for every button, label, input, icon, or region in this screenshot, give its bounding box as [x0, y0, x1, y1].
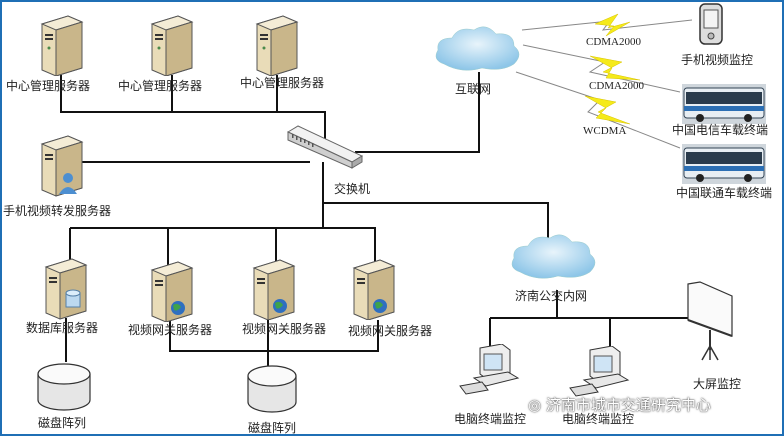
bus-icon — [682, 84, 766, 124]
mgmt-server-3 — [253, 14, 301, 80]
phone-label: 手机视频监控 — [681, 53, 754, 67]
link-mgmt1 — [60, 75, 326, 140]
wireless-label-1: CDMA2000 — [586, 36, 642, 48]
computer-icon — [569, 345, 630, 397]
video-gateway-2 — [250, 258, 298, 324]
server-icon — [40, 15, 84, 77]
server-bus — [70, 227, 376, 275]
mgmt-server-3-label: 中心管理服务器 — [240, 76, 325, 90]
mgmt-server-2 — [148, 14, 196, 80]
server-user-icon — [40, 135, 84, 197]
wireless-label-3: WCDMA — [583, 125, 627, 137]
server-icon — [150, 15, 194, 77]
database-server-label: 数据库服务器 — [26, 321, 99, 335]
bus-icon — [682, 144, 766, 184]
cloud-icon — [435, 26, 520, 71]
switch-label: 交换机 — [334, 182, 371, 196]
cloud-icon — [511, 234, 596, 279]
database-server — [42, 257, 90, 325]
mobile-forward-server-label: 手机视频转发服务器 — [3, 204, 112, 218]
gw-disk-bus — [169, 310, 379, 352]
video-gateway-3 — [350, 258, 398, 324]
computer-icon — [459, 343, 520, 395]
wireless-bolt-2 — [589, 55, 641, 81]
disk-array-icon — [37, 363, 91, 411]
wireless-links — [515, 13, 693, 149]
disk-array-icon — [247, 365, 297, 413]
video-gateway-3-label: 视频网关服务器 — [348, 324, 433, 338]
watermark-text: 济南市城市交通研究中心 — [545, 396, 711, 414]
wireless-bolt-1 — [594, 13, 631, 37]
bus-telecom — [682, 84, 766, 128]
switch-icon — [286, 125, 364, 169]
server-globe-icon — [252, 259, 296, 321]
mobile-forward-server — [38, 134, 86, 202]
mobile-phone — [698, 2, 726, 52]
video-gateway-1 — [148, 260, 196, 326]
pc-monitor-1 — [458, 343, 524, 400]
server-database-icon — [44, 258, 88, 320]
watermark: ◎ 济南市城市交通研究中心 — [528, 394, 711, 415]
switch — [284, 122, 364, 174]
pc-monitor-1-label: 电脑终端监控 — [454, 412, 527, 426]
disk-array-2-label: 磁盘阵列 — [248, 421, 297, 435]
bus-unicom-label: 中国联通车载终端 — [676, 186, 773, 200]
bus-unicom — [682, 144, 766, 188]
phone-icon — [699, 3, 723, 45]
mgmt-server-2-label: 中心管理服务器 — [118, 79, 203, 93]
big-screen-label: 大屏监控 — [693, 377, 742, 391]
bus-telecom-label: 中国电信车载终端 — [672, 123, 769, 137]
pc-monitor-2-label: 电脑终端监控 — [562, 412, 635, 426]
video-gateway-2-label: 视频网关服务器 — [242, 322, 327, 336]
link-intranet — [323, 202, 549, 240]
big-screen — [684, 280, 736, 366]
mgmt-server-1-label: 中心管理服务器 — [6, 79, 91, 93]
intranet-cloud — [508, 232, 600, 288]
mgmt-server-1 — [38, 14, 86, 80]
link-internet — [355, 72, 480, 153]
disk-array-1 — [36, 362, 92, 416]
projector-screen-icon — [687, 281, 733, 361]
server-icon — [255, 15, 299, 77]
wireless-label-2: CDMA2000 — [589, 80, 645, 92]
internet-label: 互联网 — [455, 82, 492, 96]
wireless-bolt-3 — [584, 95, 631, 125]
disk-array-2 — [246, 364, 298, 418]
disk-array-1-label: 磁盘阵列 — [38, 416, 87, 430]
pc-monitor-2 — [568, 345, 634, 402]
server-globe-icon — [352, 259, 396, 321]
server-globe-icon — [150, 261, 194, 323]
intranet-label: 济南公交内网 — [515, 289, 588, 303]
video-gateway-1-label: 视频网关服务器 — [128, 323, 213, 337]
internet-cloud — [432, 24, 524, 80]
wechat-icon: ◎ — [528, 396, 546, 414]
